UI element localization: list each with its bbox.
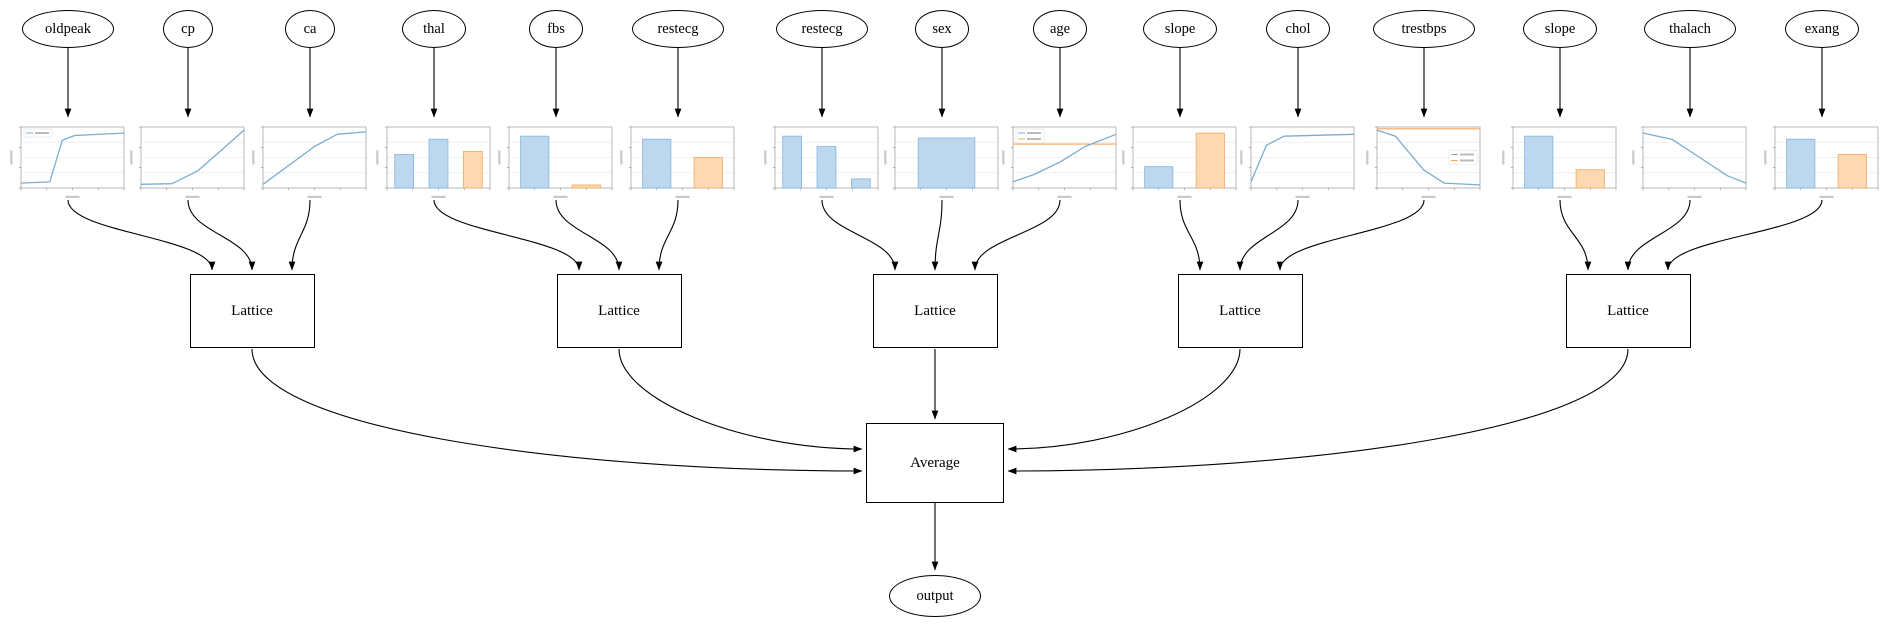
feature-label: chol [1285, 20, 1311, 37]
feature-label: age [1049, 20, 1071, 37]
feature-node-11-trestbps: trestbps [1373, 10, 1475, 48]
calibration-plot [1121, 123, 1239, 199]
calibration-chart-11-trestbps [1365, 123, 1483, 199]
calibration-chart-5-restecg [619, 123, 737, 199]
feature-node-0-oldpeak: oldpeak [21, 10, 115, 48]
calibration-plot [497, 123, 615, 199]
calibration-plot [251, 123, 369, 199]
feature-node-10-chol: chol [1266, 10, 1330, 48]
calibration-plot [1239, 123, 1357, 199]
feature-node-14-exang: exang [1785, 10, 1859, 48]
feature-node-2-ca: ca [285, 10, 335, 48]
average-label: Average [910, 454, 960, 471]
feature-node-5-restecg: restecg [631, 10, 725, 48]
calibration-chart-0-oldpeak [9, 123, 127, 199]
feature-label: restecg [801, 20, 843, 37]
calibration-plot [883, 123, 1001, 199]
edge [251, 348, 863, 475]
edge [1664, 199, 1823, 271]
calibration-chart-12-slope [1501, 123, 1619, 199]
calibration-plot [9, 123, 127, 199]
feature-node-9-slope: slope [1143, 10, 1217, 48]
lattice-label: Lattice [1607, 302, 1649, 319]
feature-node-3-thal: thal [402, 10, 466, 48]
lattice-label: Lattice [598, 302, 640, 319]
edge [971, 199, 1061, 271]
feature-node-7-sex: sex [914, 10, 970, 48]
edge [655, 199, 679, 271]
calibration-plot [1001, 123, 1119, 199]
calibration-plot [375, 123, 493, 199]
edge [1007, 348, 1629, 475]
edge [288, 199, 311, 271]
output-node: output [889, 575, 981, 617]
calibration-chart-13-thalach [1631, 123, 1749, 199]
edge [555, 199, 623, 271]
feature-node-12-slope: slope [1523, 10, 1597, 48]
edge [1007, 348, 1241, 453]
edge [67, 199, 216, 271]
feature-label: cp [181, 20, 195, 37]
feature-label: sex [932, 20, 952, 37]
edge [821, 199, 899, 271]
lattice-node-3: Lattice [1177, 274, 1303, 348]
edge [618, 348, 863, 453]
feature-label: thal [423, 20, 445, 37]
edge [433, 199, 583, 271]
feature-node-6-restecg: restecg [775, 10, 869, 48]
calibration-chart-8-age [1001, 123, 1119, 199]
lattice-node-2: Lattice [872, 274, 998, 348]
calibration-chart-6-restecg [763, 123, 881, 199]
feature-label: slope [1164, 20, 1196, 37]
feature-node-8-age: age [1032, 10, 1088, 48]
lattice-node-0: Lattice [189, 274, 315, 348]
feature-label: oldpeak [45, 20, 91, 37]
calibration-chart-1-cp [129, 123, 247, 199]
calibration-chart-14-exang [1763, 123, 1881, 199]
feature-label: thalach [1669, 20, 1711, 37]
edge [1179, 199, 1204, 271]
calibration-plot [619, 123, 737, 199]
calibration-plot [129, 123, 247, 199]
calibration-chart-2-ca [251, 123, 369, 199]
lattice-label: Lattice [1219, 302, 1261, 319]
feature-label: trestbps [1401, 20, 1447, 37]
feature-label: exang [1804, 20, 1840, 37]
feature-label: restecg [657, 20, 699, 37]
edge [187, 199, 256, 271]
feature-label: fbs [547, 20, 565, 37]
output-label: output [916, 587, 954, 604]
edge [931, 199, 943, 271]
lattice-label: Lattice [914, 302, 956, 319]
lattice-label: Lattice [231, 302, 273, 319]
calibration-plot [763, 123, 881, 199]
feature-node-1-cp: cp [163, 10, 213, 48]
calibration-chart-7-sex [883, 123, 1001, 199]
average-node: Average [866, 423, 1004, 503]
calibration-plot [1365, 123, 1483, 199]
calibration-plot [1501, 123, 1619, 199]
edge [1624, 199, 1691, 271]
lattice-node-4: Lattice [1565, 274, 1691, 348]
edge [1559, 199, 1592, 271]
feature-label: ca [303, 20, 317, 37]
edge [1236, 199, 1299, 271]
calibration-chart-3-thal [375, 123, 493, 199]
calibration-chart-4-fbs [497, 123, 615, 199]
calibration-chart-9-slope [1121, 123, 1239, 199]
lattice-node-1: Lattice [556, 274, 682, 348]
calibration-chart-10-chol [1239, 123, 1357, 199]
calibration-plot [1763, 123, 1881, 199]
feature-node-4-fbs: fbs [528, 10, 584, 48]
calibration-plot [1631, 123, 1749, 199]
feature-node-13-thalach: thalach [1643, 10, 1737, 48]
edge [1276, 199, 1425, 271]
feature-label: slope [1544, 20, 1576, 37]
